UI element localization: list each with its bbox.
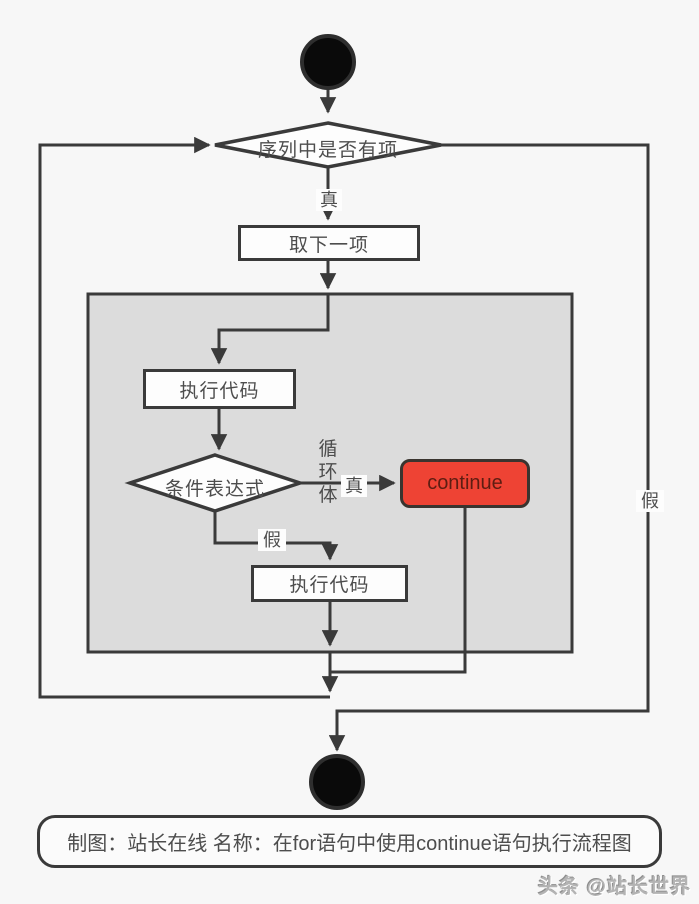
process-exec-bottom-box: 执行代码: [251, 565, 408, 602]
edge-into-exec1: [210, 294, 330, 365]
edge-decision1-false-to-end: [328, 143, 650, 752]
edge-label-false-inner: 假: [258, 529, 286, 551]
caption-text: 制图：站长在线 名称：在for语句中使用continue语句执行流程图: [67, 833, 632, 855]
continue-node: continue: [400, 459, 530, 508]
loop-body-label: 循环体: [318, 439, 338, 506]
decision-sequence-diamond: [214, 121, 442, 169]
process-exec-top-box: 执行代码: [143, 369, 296, 409]
decision-condition-diamond: [124, 453, 306, 513]
watermark-text: 头条 @站长世界: [537, 876, 691, 898]
edge-continue-merge: [330, 508, 467, 674]
edge-label-true-top: 真: [316, 189, 342, 211]
end-node: [309, 754, 365, 810]
caption-box: 制图：站长在线 名称：在for语句中使用continue语句执行流程图: [37, 815, 662, 868]
edge-loop-back: [38, 136, 330, 699]
edge-label-true-inner: 真: [341, 475, 367, 497]
process-next-item-box: 取下一项: [238, 225, 420, 261]
edge-label-false-outer: 假: [636, 490, 664, 512]
decision-condition-label: 条件表达式: [164, 479, 265, 500]
start-node: [300, 34, 356, 90]
decision-sequence-label: 序列中是否有项: [257, 140, 398, 161]
